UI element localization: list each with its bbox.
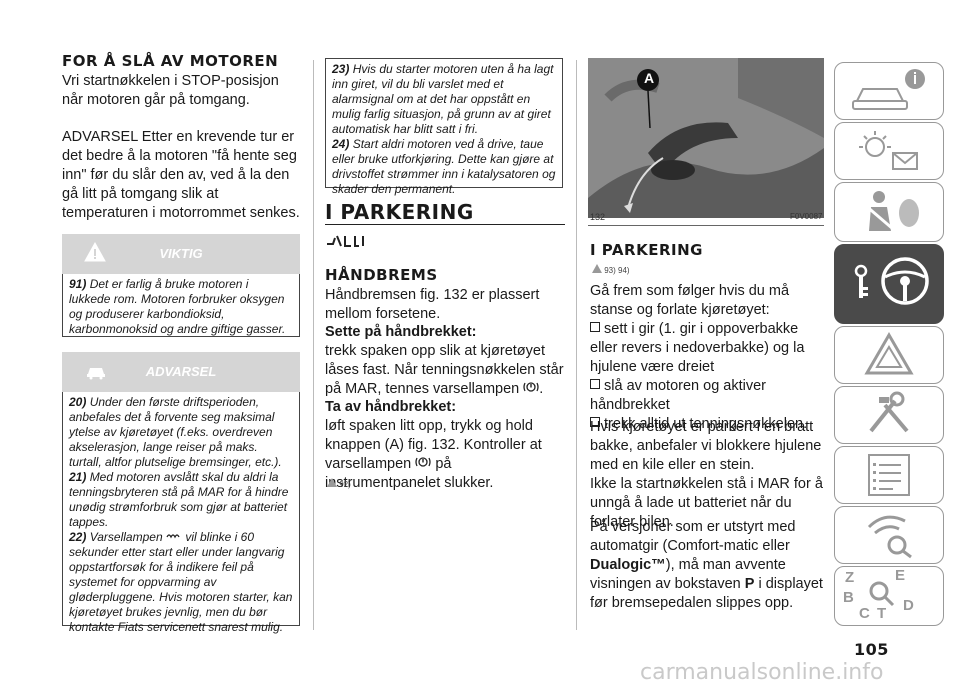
magnifier-icon bbox=[869, 581, 895, 607]
multimedia-icon bbox=[867, 515, 912, 559]
key-steering-icon bbox=[854, 257, 929, 305]
section-title-parkering-2: I PARKERING bbox=[590, 241, 703, 259]
heading-sette-pa: Sette på håndbrekket: bbox=[325, 324, 477, 340]
specs-icon bbox=[868, 454, 910, 496]
watermark: carmanualsonline.info bbox=[640, 660, 884, 685]
note-item: 23) Hvis du starter motoren uten å ha la… bbox=[332, 62, 554, 136]
paragraph-sette-pa: trekk spaken opp slik at kjøretøyet låse… bbox=[325, 343, 564, 397]
note-number: 91) bbox=[69, 277, 87, 291]
car-warning-icon bbox=[87, 368, 105, 380]
sidebar-tab-warning-lights[interactable] bbox=[834, 122, 944, 180]
sidebar-tab-multimedia[interactable] bbox=[834, 506, 944, 564]
paragraph-intro: Gå frem som følger hvis du må stanse og … bbox=[590, 283, 790, 318]
section-underline bbox=[325, 224, 565, 225]
figure-handbrake: A bbox=[588, 58, 824, 218]
section-title-parkering: I PARKERING bbox=[325, 200, 474, 224]
emergency-icon bbox=[864, 332, 914, 375]
paragraph-advarsel: ADVARSEL Etter en krevende tur er det be… bbox=[62, 129, 300, 221]
subsection-handbrems: HÅNDBREMS bbox=[325, 266, 438, 284]
note-references: 93) 94) bbox=[592, 264, 630, 275]
handbrake-photo bbox=[588, 58, 824, 218]
sidebar-tab-key-steering[interactable] bbox=[834, 244, 944, 324]
warning-box-viktig: 91) Det er farlig å bruke motoren i lukk… bbox=[62, 274, 300, 337]
glow-plug-icon bbox=[166, 534, 180, 539]
warning-triangle-icon bbox=[327, 478, 337, 487]
warning-box-continued: 23) Hvis du starter motoren uten å ha la… bbox=[325, 58, 563, 196]
paragraph-handbrems: Håndbremsen fig. 132 er plassert mellom … bbox=[325, 287, 540, 322]
warning-header-viktig: VIKTIG bbox=[62, 234, 300, 274]
index-icon: Z E B C T D bbox=[843, 567, 914, 622]
checkbox-bullet bbox=[590, 322, 600, 332]
bullet-list: sett i gir (1. gir i oppoverbakke eller … bbox=[590, 320, 826, 434]
safety-icon bbox=[864, 191, 919, 231]
sidebar-tab-index[interactable]: Z E B C T D bbox=[834, 566, 944, 626]
note-item: 20) Under den første driftsperioden, anb… bbox=[69, 395, 282, 469]
list-item: sett i gir (1. gir i oppoverbakke eller … bbox=[590, 321, 805, 375]
note-item: 24) Start aldri motoren ved å drive, tau… bbox=[332, 137, 556, 196]
warning-title-viktig: VIKTIG bbox=[159, 246, 203, 261]
sidebar-tab-safety[interactable] bbox=[834, 182, 944, 242]
warning-title-advarsel: ADVARSEL bbox=[145, 364, 217, 379]
note-text: Det er farlig å bruke motoren i lukkede … bbox=[69, 277, 286, 336]
warning-lights-icon bbox=[859, 131, 918, 170]
warning-triangle-icon bbox=[592, 264, 602, 273]
list-item: slå av motoren og aktiver håndbrekket bbox=[590, 378, 766, 413]
figure-number: 132 bbox=[590, 212, 606, 222]
warning-box-advarsel: 20) Under den første driftsperioden, anb… bbox=[62, 392, 300, 634]
paragraph-battery: Ikke la startnøkkelen stå i MAR for å un… bbox=[590, 476, 823, 530]
brake-warning-icon bbox=[415, 457, 431, 467]
page-number: 105 bbox=[854, 640, 889, 659]
warning-triangle-icon bbox=[84, 242, 106, 262]
tools-icon bbox=[869, 391, 909, 433]
figure-callout-a: A bbox=[643, 70, 655, 86]
note-item: 21) Med motoren avslått skal du aldri la… bbox=[69, 470, 289, 529]
warning-header-advarsel: ADVARSEL bbox=[62, 352, 300, 392]
figure-baseline bbox=[588, 225, 824, 226]
note-item: 22) Varsellampen vil blinke i 60 sekunde… bbox=[69, 530, 293, 634]
section-heading-stop-engine: FOR Å SLÅ AV MOTOREN bbox=[62, 52, 279, 70]
sidebar-tab-tools[interactable] bbox=[834, 386, 944, 444]
sidebar-tab-info[interactable] bbox=[834, 62, 944, 120]
paragraph-steep-hill: Hvis kjøretøyet er parkert i en bratt ba… bbox=[590, 419, 822, 473]
info-car-icon bbox=[852, 69, 925, 110]
list-item: trekk alltid ut tenningsnøkkelen. bbox=[590, 415, 826, 434]
note-reference: 92) bbox=[327, 478, 351, 489]
brake-warning-icon bbox=[523, 382, 539, 392]
gear-parking-icon bbox=[327, 235, 364, 247]
paragraph-automatic: På versjoner som er utstyrt med automatg… bbox=[590, 519, 823, 611]
checkbox-bullet bbox=[590, 417, 600, 427]
heading-ta-av: Ta av håndbrekket: bbox=[325, 399, 457, 415]
sidebar-tab-emergency[interactable] bbox=[834, 326, 944, 384]
paragraph-ta-av: løft spaken litt opp, trykk og hold knap… bbox=[325, 418, 542, 491]
paragraph-stop-engine: Vri startnøkkelen i STOP-posisjon når mo… bbox=[62, 73, 279, 108]
figure-code: F0V0087 bbox=[790, 212, 823, 221]
checkbox-bullet bbox=[590, 379, 600, 389]
sidebar-tab-specs[interactable] bbox=[834, 446, 944, 504]
